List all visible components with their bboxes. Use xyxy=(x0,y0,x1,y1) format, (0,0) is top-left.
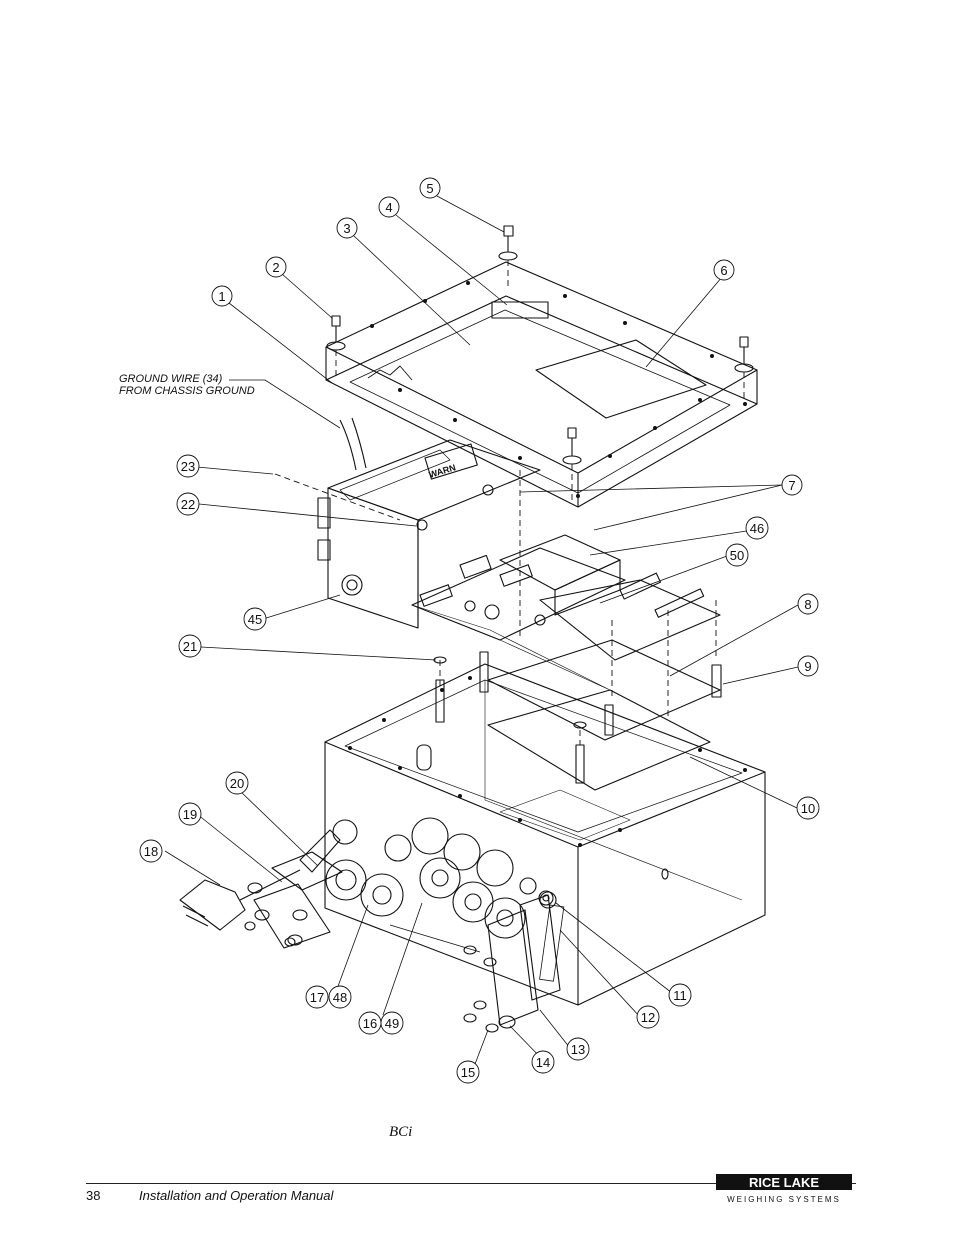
callout-20: 20 xyxy=(225,771,249,795)
callout-13: 13 xyxy=(566,1037,590,1061)
callout-14: 14 xyxy=(531,1050,555,1074)
callout-11: 11 xyxy=(668,983,692,1007)
svg-text:6: 6 xyxy=(720,263,727,278)
figure-caption: BCi xyxy=(389,1124,413,1140)
svg-text:11: 11 xyxy=(673,988,687,1003)
footer-rule xyxy=(86,1183,856,1184)
box-holes xyxy=(348,676,747,847)
svg-text:4: 4 xyxy=(385,200,392,215)
svg-text:3: 3 xyxy=(343,221,350,236)
callout-3: 3 xyxy=(336,217,358,239)
callout-2: 2 xyxy=(265,256,287,278)
svg-text:49: 49 xyxy=(385,1016,399,1031)
svg-text:23: 23 xyxy=(181,459,195,474)
callout-21: 21 xyxy=(178,634,202,658)
callout-19: 19 xyxy=(178,802,202,826)
svg-text:5: 5 xyxy=(426,181,433,196)
svg-text:13: 13 xyxy=(571,1042,585,1057)
callout-23: 23 xyxy=(176,454,200,478)
svg-text:14: 14 xyxy=(536,1055,550,1070)
callout-17: 17 xyxy=(305,985,329,1009)
lower-boards xyxy=(416,639,722,791)
svg-text:8: 8 xyxy=(804,597,811,612)
assembly-axes xyxy=(274,260,745,745)
callout-16: 16 xyxy=(358,1011,382,1035)
top-cover xyxy=(325,261,758,508)
svg-text:10: 10 xyxy=(801,801,815,816)
callout-50: 50 xyxy=(725,543,749,567)
callout-12: 12 xyxy=(636,1005,660,1029)
svg-text:16: 16 xyxy=(363,1016,377,1031)
cover-holes xyxy=(370,281,747,498)
callout-bubbles: 1 2 3 4 5 6 7 8 9 10 11 12 13 14 15 16 1… xyxy=(139,177,820,1084)
svg-text:46: 46 xyxy=(750,521,764,536)
svg-text:48: 48 xyxy=(333,990,347,1005)
svg-text:50: 50 xyxy=(730,548,744,563)
svg-text:RICE LAKE: RICE LAKE xyxy=(749,1175,819,1190)
svg-text:15: 15 xyxy=(461,1065,475,1080)
callout-5: 5 xyxy=(419,177,441,199)
cord-grips xyxy=(299,817,557,939)
callout-8: 8 xyxy=(797,593,819,615)
callout-6: 6 xyxy=(713,259,735,281)
svg-text:18: 18 xyxy=(144,844,158,859)
small-screws xyxy=(463,890,565,1033)
main-board xyxy=(411,534,721,691)
leader-lines xyxy=(164,195,799,1073)
cover-screws xyxy=(326,225,754,465)
callout-46: 46 xyxy=(745,516,769,540)
manual-title: Installation and Operation Manual xyxy=(139,1188,334,1203)
rice-lake-logo: RICE LAKE WEIGHING SYSTEMS xyxy=(716,1174,852,1204)
svg-text:7: 7 xyxy=(788,478,795,493)
svg-text:WEIGHING SYSTEMS: WEIGHING SYSTEMS xyxy=(727,1195,841,1204)
callout-10: 10 xyxy=(796,796,820,820)
svg-text:2: 2 xyxy=(272,260,279,275)
svg-text:12: 12 xyxy=(641,1010,655,1025)
svg-text:21: 21 xyxy=(183,639,197,654)
chassis-module xyxy=(317,417,541,629)
callout-48: 48 xyxy=(328,985,352,1009)
callout-45: 45 xyxy=(243,607,267,631)
svg-text:9: 9 xyxy=(804,659,811,674)
callout-4: 4 xyxy=(378,196,400,218)
warning-label: WARN xyxy=(428,462,457,480)
callout-7: 7 xyxy=(781,474,803,496)
callout-15: 15 xyxy=(456,1060,480,1084)
svg-text:20: 20 xyxy=(230,776,244,791)
callout-1: 1 xyxy=(211,285,233,307)
callout-9: 9 xyxy=(797,655,819,677)
ground-note-line-2: FROM CHASSIS GROUND xyxy=(119,385,255,397)
svg-text:22: 22 xyxy=(181,497,195,512)
enclosure-box xyxy=(324,663,766,1006)
svg-text:19: 19 xyxy=(183,807,197,822)
svg-text:45: 45 xyxy=(248,612,262,627)
callout-49: 49 xyxy=(380,1011,404,1035)
callout-22: 22 xyxy=(176,492,200,516)
svg-text:1: 1 xyxy=(218,289,225,304)
svg-text:17: 17 xyxy=(310,990,324,1005)
page-number: 38 xyxy=(86,1188,101,1203)
ground-note-line-1: GROUND WIRE (34) xyxy=(119,373,223,385)
callout-18: 18 xyxy=(139,839,163,863)
